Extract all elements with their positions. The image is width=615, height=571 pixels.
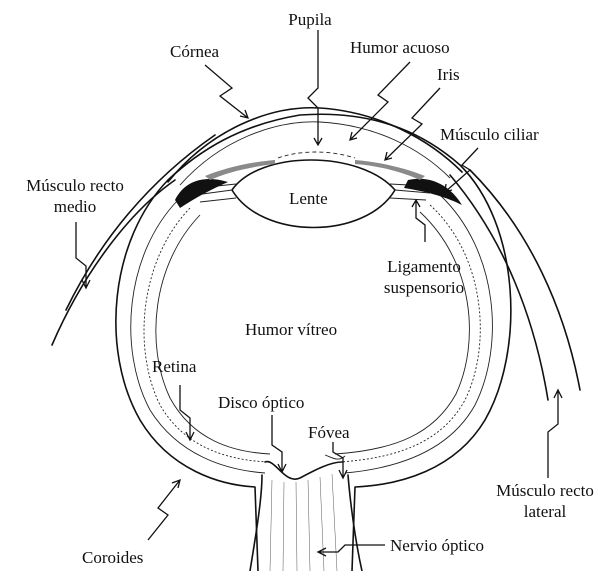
label-musculo-recto-medio-line2: medio bbox=[10, 197, 140, 217]
arrow-musculo-ciliar bbox=[445, 148, 478, 192]
label-iris: Iris bbox=[437, 65, 460, 85]
optic-nerve-fibers bbox=[270, 474, 337, 571]
pupil-dashed bbox=[278, 152, 355, 158]
label-disco-optico: Disco óptico bbox=[218, 393, 304, 413]
arrow-disco-optico bbox=[272, 415, 286, 472]
iris-left bbox=[205, 160, 275, 180]
label-humor-acuoso: Humor acuoso bbox=[350, 38, 450, 58]
label-retina: Retina bbox=[152, 357, 196, 377]
label-fovea: Fóvea bbox=[308, 423, 350, 443]
arrow-nervio-optico bbox=[318, 545, 385, 556]
optic-disc bbox=[265, 462, 342, 480]
label-humor-vitreo: Humor vítreo bbox=[245, 320, 337, 340]
label-cornea: Córnea bbox=[170, 42, 219, 62]
cornea-shape bbox=[168, 108, 462, 182]
label-pupila: Pupila bbox=[275, 10, 345, 30]
label-ligamento-line2: suspensorio bbox=[364, 278, 484, 298]
optic-nerve bbox=[250, 475, 362, 571]
arrow-fovea bbox=[333, 442, 347, 478]
label-musculo-recto-lateral-line1: Músculo recto bbox=[480, 481, 610, 501]
ciliary-body-left bbox=[175, 179, 228, 208]
arrow-coroides bbox=[148, 480, 180, 540]
label-musculo-ciliar: Músculo ciliar bbox=[440, 125, 539, 145]
arrow-recto-lateral bbox=[548, 390, 562, 478]
label-musculo-recto-medio-line1: Músculo recto bbox=[10, 176, 140, 196]
label-ligamento-line1: Ligamento bbox=[364, 257, 484, 277]
label-lente: Lente bbox=[289, 189, 328, 209]
arrow-cornea bbox=[205, 65, 248, 118]
label-coroides: Coroides bbox=[82, 548, 143, 568]
arrow-pupila bbox=[308, 30, 322, 145]
label-nervio-optico: Nervio óptico bbox=[390, 536, 484, 556]
arrow-ligamento bbox=[412, 200, 425, 242]
sclera bbox=[116, 114, 511, 571]
label-musculo-recto-lateral-line2: lateral bbox=[480, 502, 610, 522]
